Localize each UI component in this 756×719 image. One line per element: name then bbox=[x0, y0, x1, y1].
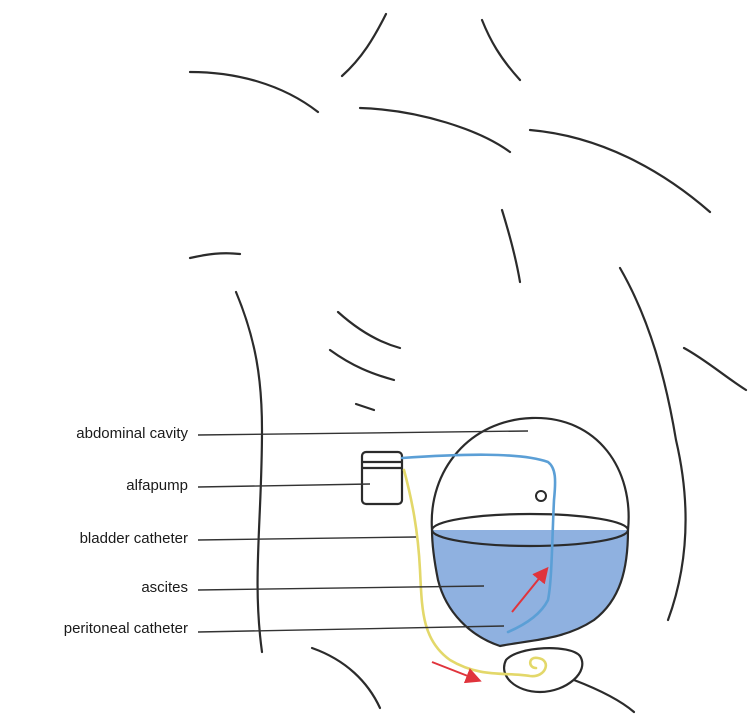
left-shoulder-line bbox=[190, 72, 318, 112]
catheter-tip-ring bbox=[536, 491, 546, 501]
right-shoulder-line bbox=[530, 130, 710, 212]
left-chest-line bbox=[360, 108, 510, 152]
label-alfapump: alfapump bbox=[0, 477, 188, 495]
neck-left-line bbox=[342, 14, 386, 76]
rib-line-1 bbox=[338, 312, 400, 348]
sternum-line bbox=[502, 210, 520, 282]
label-bladder-catheter: bladder catheter bbox=[0, 530, 188, 548]
rib-line-2 bbox=[330, 350, 394, 380]
label-abdominal-cavity: abdominal cavity bbox=[0, 425, 188, 443]
right-flank-line bbox=[620, 268, 686, 620]
leader-peritoneal-catheter bbox=[198, 626, 504, 632]
abdominal-cavity-shape bbox=[432, 418, 629, 646]
right-hip-line bbox=[574, 680, 634, 712]
left-armpit-line bbox=[190, 253, 240, 258]
right-side-lower-line bbox=[684, 348, 746, 390]
urine-flow-arrow bbox=[432, 662, 478, 680]
neck-right-line bbox=[482, 20, 520, 80]
ascites-fill bbox=[432, 530, 628, 646]
rib-line-3 bbox=[356, 404, 374, 410]
label-peritoneal-catheter: peritoneal catheter bbox=[0, 620, 188, 638]
label-ascites: ascites bbox=[0, 579, 188, 597]
left-hip-line bbox=[312, 648, 380, 708]
left-flank-line bbox=[236, 292, 262, 652]
leader-bladder-catheter bbox=[198, 537, 416, 540]
leader-alfapump bbox=[198, 484, 370, 487]
alfapump-device bbox=[362, 452, 402, 504]
